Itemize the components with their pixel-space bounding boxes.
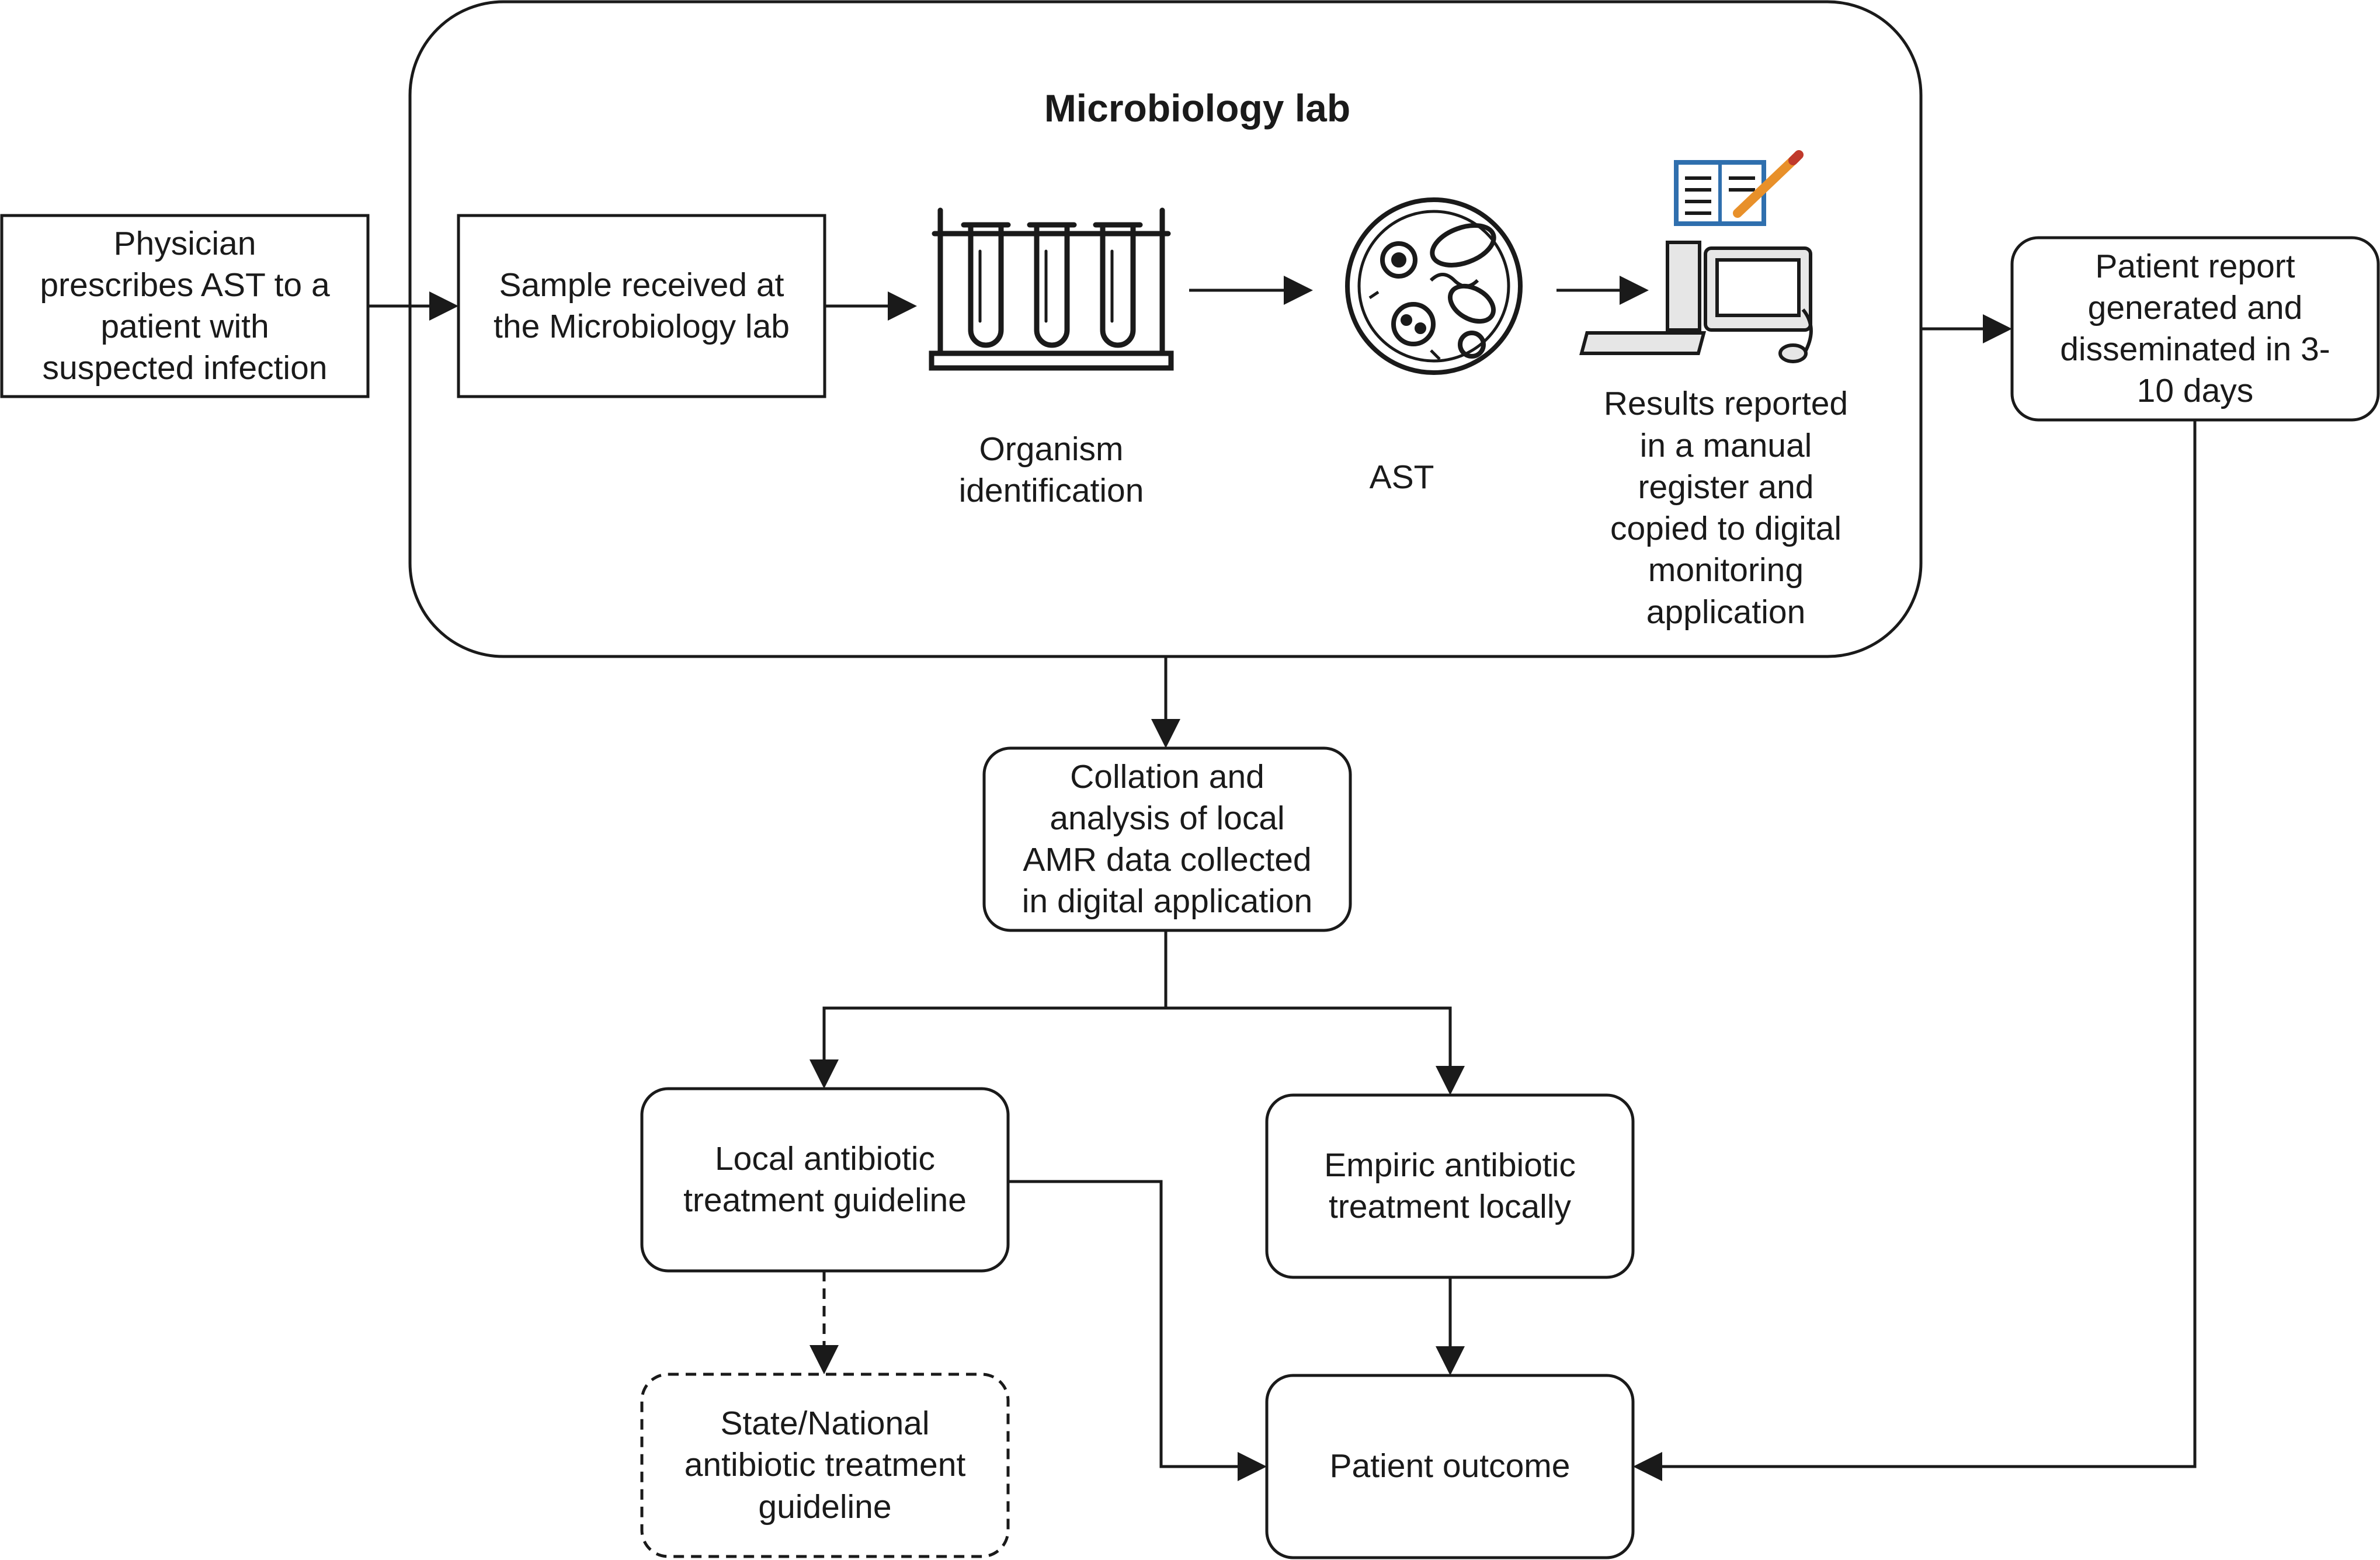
desktop-computer-icon: [1579, 241, 1813, 363]
sample-label: Sample received at the Microbiology lab: [494, 266, 790, 345]
connector-report-to-outcome: [1633, 420, 2197, 1481]
collation-label: Collation and analysis of local AMR data…: [1022, 758, 1313, 920]
connector-collation-to-empiric: [1166, 1006, 1465, 1095]
open-register-book-icon: [1674, 150, 1804, 226]
test-tubes-icon: [929, 207, 1174, 371]
patient-report-label: Patient report generated and disseminate…: [2060, 247, 2330, 410]
ast-label: AST: [1369, 458, 1434, 496]
results-reported-label: Results reported in a manual register an…: [1603, 385, 1849, 631]
petri-dish-microbes-icon: [1345, 197, 1523, 375]
connector-local-to-outcome: [1008, 1180, 1267, 1481]
physician-label: Physician prescribes AST to a patient wi…: [40, 224, 330, 387]
empiric-treatment-label: Empiric antibiotic treatment locally: [1324, 1146, 1576, 1225]
organism-identification-label: Organism identification: [958, 430, 1144, 509]
state-guideline-label: State/National antibiotic treatment guid…: [684, 1405, 966, 1526]
connector-collation-split: [809, 930, 1168, 1089]
microbiology-lab-title: Microbiology lab: [1044, 86, 1351, 130]
patient-outcome-label: Patient outcome: [1329, 1447, 1571, 1485]
local-guideline-label: Local antibiotic treatment guideline: [683, 1139, 967, 1219]
